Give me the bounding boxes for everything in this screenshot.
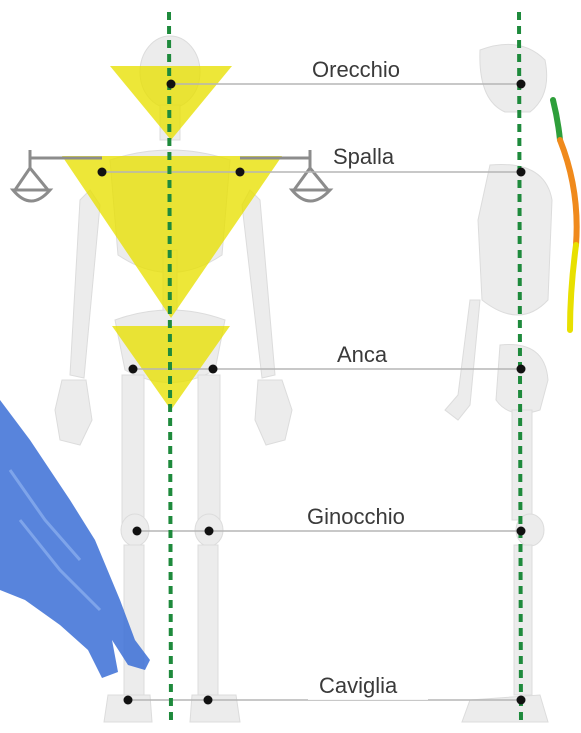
spine-lumbar (570, 245, 576, 330)
label-knee: Ginocchio (307, 504, 405, 529)
right-upper-arm (242, 190, 275, 378)
left-hand (55, 380, 92, 445)
right-foot (190, 695, 240, 722)
hip-dot-side (517, 365, 526, 374)
knee-dot-side (517, 527, 526, 536)
right-hand (255, 380, 292, 445)
ear-dot-front (167, 80, 176, 89)
shoulder-dot-left (98, 168, 107, 177)
label-ankle: Caviglia (319, 673, 398, 698)
side-skull (480, 44, 547, 112)
left-upper-arm (70, 190, 100, 378)
label-ear: Orecchio (312, 57, 400, 82)
spine-cervical (553, 100, 560, 140)
shoulder-dot-right (236, 168, 245, 177)
label-hip: Anca (337, 342, 388, 367)
ankle-dot-side (517, 696, 526, 705)
ear-dot-side (517, 80, 526, 89)
shoulder-dot-side (517, 168, 526, 177)
knee-dot-left (133, 527, 142, 536)
ankle-dot-right (204, 696, 213, 705)
right-femur (198, 375, 220, 525)
side-tibia (514, 545, 532, 695)
side-foot (462, 695, 548, 722)
label-shoulder: Spalla (333, 144, 395, 169)
ankle-dot-left (124, 696, 133, 705)
side-skeleton (445, 44, 552, 722)
left-femur (122, 375, 144, 525)
spine-curve (553, 100, 577, 330)
side-arm (445, 300, 480, 420)
knee-dot-right (205, 527, 214, 536)
spine-thoracic (560, 140, 577, 245)
right-tibia (198, 545, 218, 695)
side-ribcage (478, 164, 552, 315)
hip-dot-right (209, 365, 218, 374)
hip-dot-left (129, 365, 138, 374)
